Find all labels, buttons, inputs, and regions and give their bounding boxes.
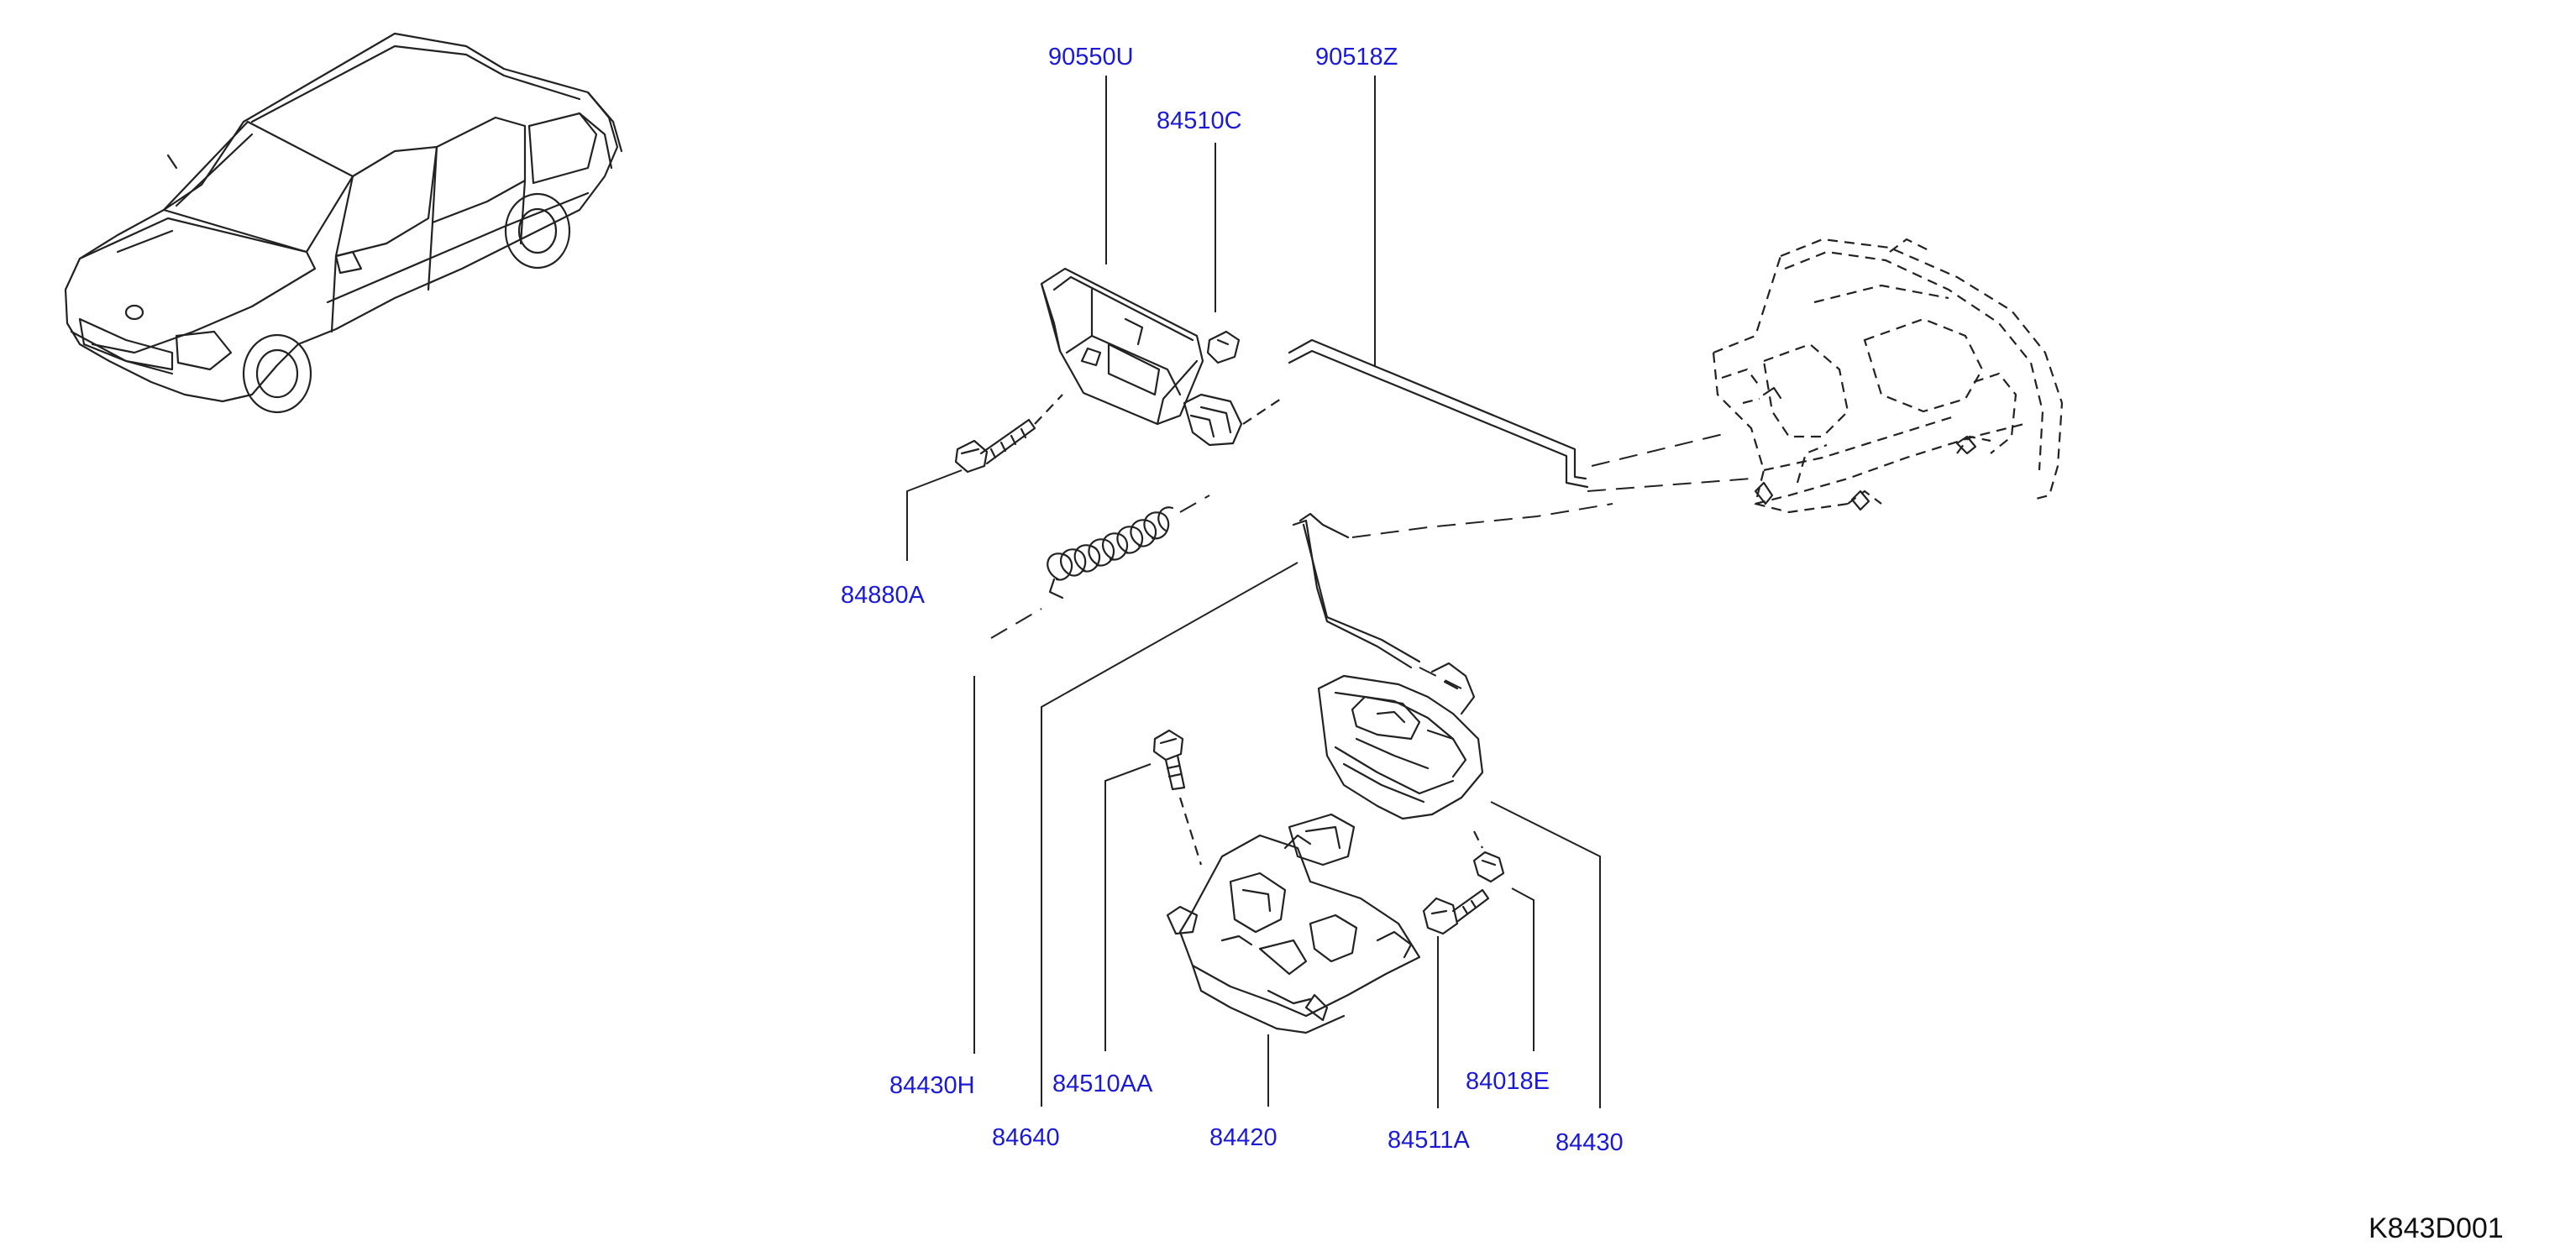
label-84510AA[interactable]: 84510AA (1052, 1071, 1153, 1097)
part-labels: 90550U 90518Z 84510C 84880A 84430H 84640… (841, 44, 1624, 1156)
hood-lock-control-90550U[interactable] (1040, 267, 1243, 447)
car-illustration (64, 32, 623, 414)
screw-84880A[interactable] (954, 418, 1036, 474)
hood-lock-84430[interactable] (1317, 662, 1484, 820)
label-84510C[interactable]: 84510C (1157, 107, 1242, 134)
clip-84510C[interactable] (1206, 330, 1241, 364)
label-84018E[interactable]: 84018E (1466, 1068, 1550, 1095)
label-90518Z[interactable]: 90518Z (1315, 44, 1398, 71)
lock-bracket-84420[interactable] (1166, 813, 1421, 1034)
leader-lines (906, 76, 1601, 1108)
label-84640[interactable]: 84640 (992, 1124, 1060, 1151)
label-84430H[interactable]: 84430H (889, 1072, 975, 1099)
spring-84430H[interactable] (1047, 506, 1174, 599)
clip-84018E[interactable] (1472, 851, 1505, 883)
label-84880A[interactable]: 84880A (841, 582, 926, 609)
label-84420[interactable]: 84420 (1209, 1124, 1278, 1151)
body-structure-solid-details (1754, 386, 1977, 511)
bolt-84510AA[interactable] (1152, 729, 1186, 791)
label-84430[interactable]: 84430 (1556, 1129, 1624, 1156)
rod-84640[interactable] (1292, 512, 1421, 669)
label-90550U[interactable]: 90550U (1048, 44, 1134, 71)
rod-90518Z[interactable] (1288, 338, 1589, 489)
label-84511A[interactable]: 84511A (1388, 1127, 1470, 1154)
body-structure-reference (1712, 238, 2064, 514)
diagram-code: K843D001 (2369, 1212, 2504, 1244)
screw-84511A[interactable] (1422, 888, 1490, 935)
